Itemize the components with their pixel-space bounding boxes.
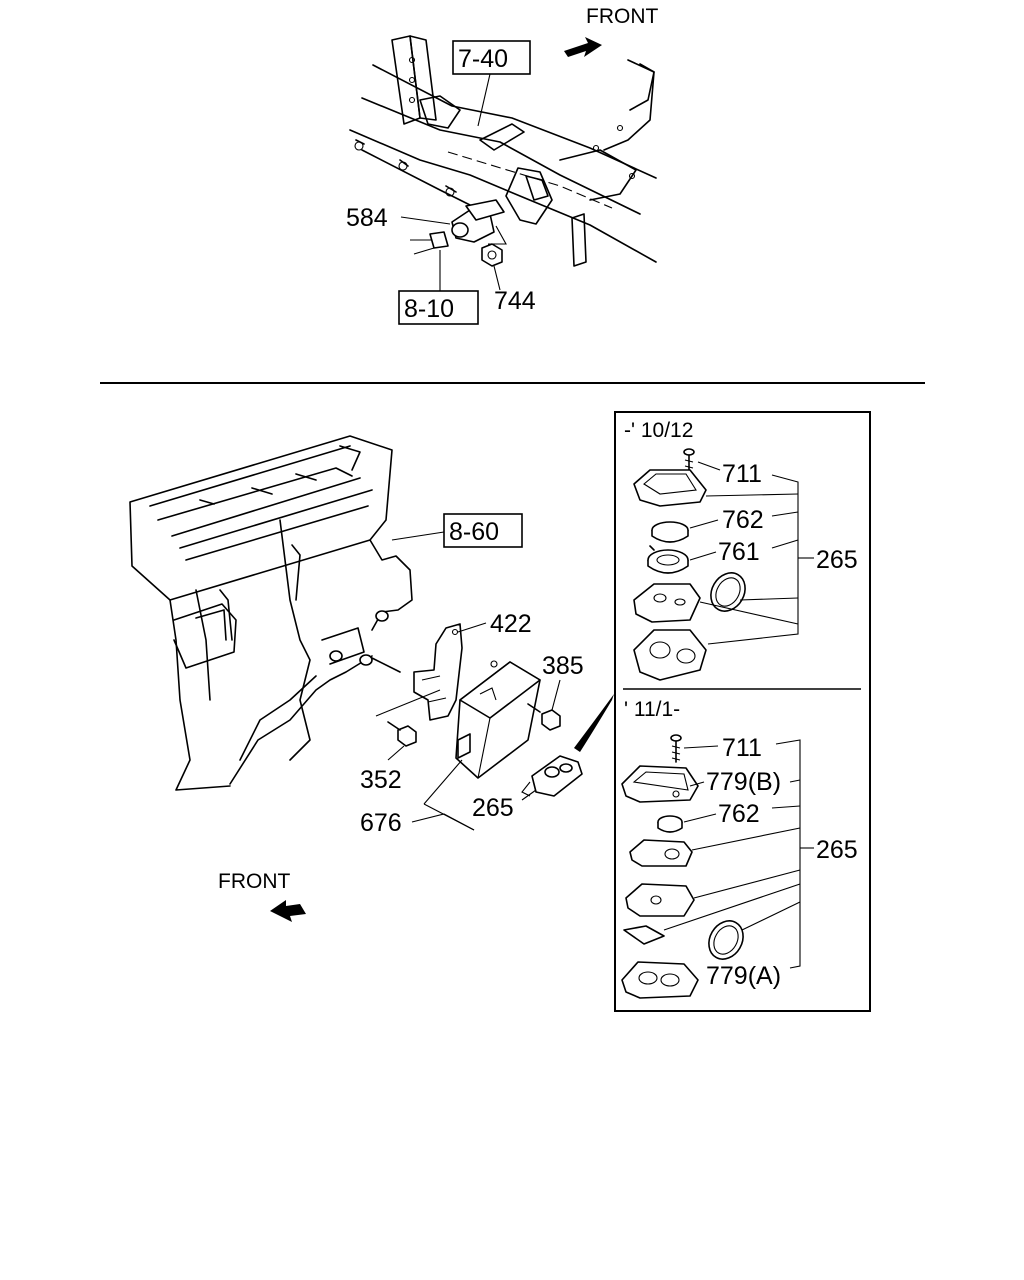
bottom-front-label: FRONT [218, 870, 290, 893]
callout-584: 584 [346, 204, 388, 232]
late-screw-711-part [670, 734, 682, 763]
late-callout-265: 265 [816, 836, 858, 864]
late-callout-779b: 779(B) [706, 768, 781, 796]
inset-frame [614, 411, 871, 1012]
ref-box-8-10 [398, 290, 479, 325]
callout-385: 385 [542, 652, 584, 680]
nut-744-part [481, 243, 503, 267]
late-battery-762-part [657, 815, 683, 833]
ref-box-8-60 [443, 513, 523, 548]
transmitter-265-part [521, 694, 614, 797]
late-holder-part [629, 839, 693, 867]
late-ring-part [708, 920, 744, 960]
ref-8-60: 8-60 [449, 518, 499, 546]
top-front-label: FRONT [586, 5, 658, 28]
callout-676: 676 [360, 809, 402, 837]
early-period: -' 10/12 [624, 419, 693, 442]
inset-early-section: -' 10/12 [624, 419, 858, 681]
callout-265: 265 [472, 794, 514, 822]
sensor-584-part [410, 199, 507, 255]
early-battery-762-part [651, 521, 689, 543]
bottom-front-arrow-icon [270, 900, 306, 922]
callout-744: 744 [494, 287, 536, 315]
ref-8-10: 8-10 [404, 295, 454, 323]
early-callout-761: 761 [718, 538, 760, 566]
late-lower-case-part [621, 961, 699, 999]
screw-352-part [375, 689, 441, 747]
early-callout-265: 265 [816, 546, 858, 574]
ref-7-40: 7-40 [458, 45, 508, 73]
late-callout-779a: 779(A) [706, 962, 781, 990]
callout-arrow-icon [574, 694, 614, 752]
bracket-422-part [413, 623, 463, 721]
callout-422: 422 [490, 610, 532, 638]
late-callout-762: 762 [718, 800, 760, 828]
early-callout-762: 762 [722, 506, 764, 534]
bolt-385-part [527, 703, 561, 731]
late-period: ' 11/1- [624, 698, 680, 721]
frame-rail-drawing [349, 35, 657, 267]
early-ring-part [710, 572, 746, 612]
late-upper-case-part [621, 765, 699, 803]
bottom-view: FRONT 8-60 422 385 352 676 265 [129, 435, 614, 922]
control-unit-676-part [455, 660, 541, 779]
top-view: FRONT [346, 5, 658, 325]
early-board-part [633, 583, 701, 623]
heater-unit-drawing [129, 435, 413, 791]
top-front-arrow-icon [564, 37, 602, 57]
late-callout-711: 711 [722, 734, 762, 762]
late-board-part [623, 883, 695, 945]
inset-box: -' 10/12 [614, 411, 871, 1012]
callout-352: 352 [360, 766, 402, 794]
early-holder-761-part [647, 545, 689, 574]
early-callout-711: 711 [722, 460, 762, 488]
ref-box-7-40 [452, 40, 531, 75]
early-upper-case-part [633, 469, 707, 507]
inset-late-section: ' 11/1- [621, 698, 858, 999]
early-lower-case-part [633, 629, 707, 681]
